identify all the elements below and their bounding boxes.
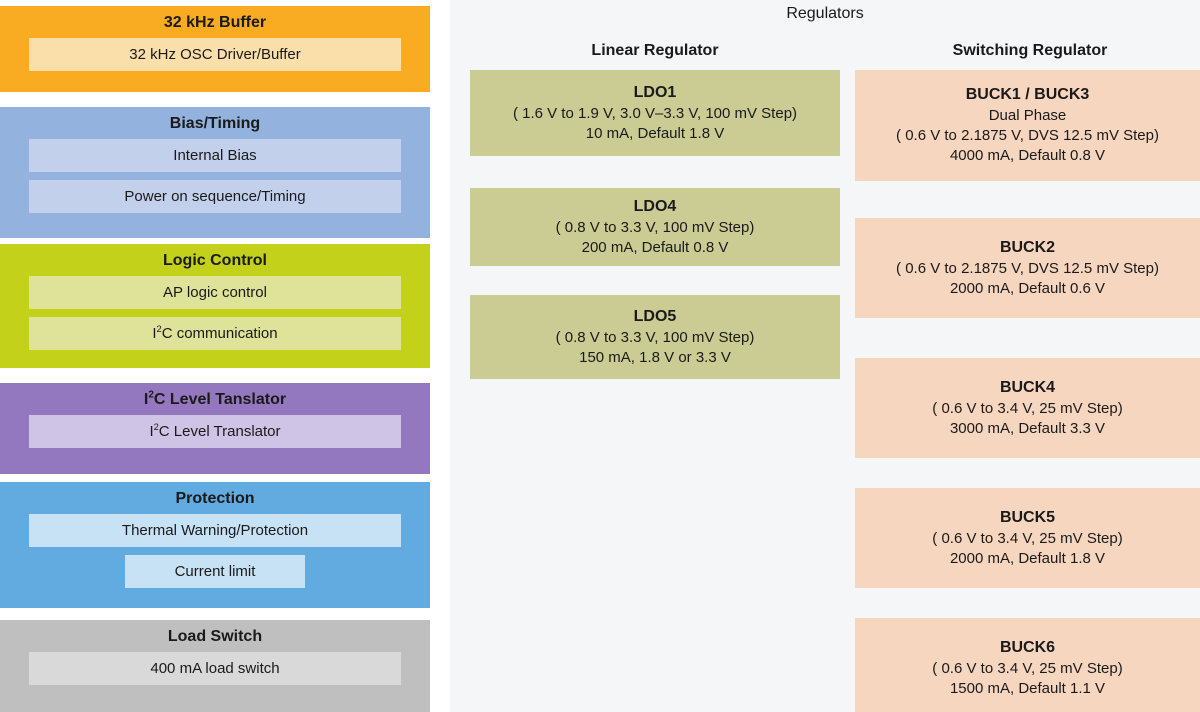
regulator-card-ldo5[interactable]: LDO5 ( 0.8 V to 3.3 V, 100 mV Step) 150 … xyxy=(470,295,840,379)
block-item-ap-logic-control[interactable]: AP logic control xyxy=(29,276,401,309)
regulator-card-buck6[interactable]: BUCK6 ( 0.6 V to 3.4 V, 25 mV Step) 1500… xyxy=(855,618,1200,712)
regulator-spec-line: 10 mA, Default 1.8 V xyxy=(585,124,725,142)
regulator-spec-line: ( 1.6 V to 1.9 V, 3.0 V–3.3 V, 100 mV St… xyxy=(512,104,798,122)
regulator-spec-line: ( 0.6 V to 2.1875 V, DVS 12.5 mV Step) xyxy=(896,259,1159,277)
regulator-name: LDO5 xyxy=(633,307,677,325)
regulator-spec-line: 4000 mA, Default 0.8 V xyxy=(949,147,1106,165)
block-item-current-limit[interactable]: Current limit xyxy=(125,555,305,588)
block-item-i2c-communication[interactable]: I2C communication xyxy=(29,317,401,350)
regulators-panel: Regulators Linear Regulator Switching Re… xyxy=(450,0,1200,712)
regulator-spec-line: ( 0.8 V to 3.3 V, 100 mV Step) xyxy=(555,218,755,236)
regulator-spec-line: Dual Phase xyxy=(988,106,1067,124)
regulator-name: BUCK4 xyxy=(999,378,1056,396)
block-load-switch: Load Switch 400 mA load switch xyxy=(0,620,430,712)
regulator-spec-line: 2000 mA, Default 1.8 V xyxy=(949,549,1106,567)
block-item-power-on-sequence-timing[interactable]: Power on sequence/Timing xyxy=(29,180,401,213)
regulator-card-buck2[interactable]: BUCK2 ( 0.6 V to 2.1875 V, DVS 12.5 mV S… xyxy=(855,218,1200,318)
regulator-name: BUCK2 xyxy=(999,238,1056,256)
regulator-name: LDO4 xyxy=(633,197,677,215)
regulator-spec-line: 200 mA, Default 0.8 V xyxy=(581,238,729,256)
block-title: I2C Level Tanslator xyxy=(143,389,287,408)
block-item-400ma-load-switch[interactable]: 400 mA load switch xyxy=(29,652,401,685)
regulator-name: BUCK5 xyxy=(999,508,1056,526)
regulator-card-buck4[interactable]: BUCK4 ( 0.6 V to 3.4 V, 25 mV Step) 3000… xyxy=(855,358,1200,458)
regulator-name: BUCK1 / BUCK3 xyxy=(965,86,1090,104)
block-title: Protection xyxy=(175,490,255,507)
regulator-name: BUCK6 xyxy=(999,638,1056,656)
block-item-internal-bias[interactable]: Internal Bias xyxy=(29,139,401,172)
column-heading-linear-regulator: Linear Regulator xyxy=(591,42,719,59)
column-heading-switching-regulator: Switching Regulator xyxy=(952,42,1108,59)
block-bias-timing: Bias/Timing Internal Bias Power on seque… xyxy=(0,107,430,238)
regulator-spec-line: 3000 mA, Default 3.3 V xyxy=(949,419,1106,437)
regulator-name: LDO1 xyxy=(633,83,677,101)
block-logic-control: Logic Control AP logic control I2C commu… xyxy=(0,244,430,368)
regulator-card-ldo4[interactable]: LDO4 ( 0.8 V to 3.3 V, 100 mV Step) 200 … xyxy=(470,188,840,266)
block-title: Load Switch xyxy=(167,628,263,645)
block-item-thermal-warning-protection[interactable]: Thermal Warning/Protection xyxy=(29,514,401,547)
block-i2c-level-translator: I2C Level Tanslator I2C Level Translator xyxy=(0,383,430,474)
regulator-card-ldo1[interactable]: LDO1 ( 1.6 V to 1.9 V, 3.0 V–3.3 V, 100 … xyxy=(470,70,840,156)
regulators-title: Regulators xyxy=(786,5,864,22)
regulator-spec-line: ( 0.6 V to 3.4 V, 25 mV Step) xyxy=(932,529,1123,547)
block-item-i2c-level-translator[interactable]: I2C Level Translator xyxy=(29,415,401,448)
regulator-spec-line: 150 mA, 1.8 V or 3.3 V xyxy=(579,348,731,366)
functional-blocks-panel: 32 kHz Buffer 32 kHz OSC Driver/Buffer B… xyxy=(0,0,430,712)
regulator-spec-line: ( 0.8 V to 3.3 V, 100 mV Step) xyxy=(555,328,755,346)
regulator-spec-line: ( 0.6 V to 2.1875 V, DVS 12.5 mV Step) xyxy=(896,127,1159,145)
block-title: 32 kHz Buffer xyxy=(163,14,267,31)
block-title: Bias/Timing xyxy=(169,115,261,132)
regulator-card-buck1-buck3[interactable]: BUCK1 / BUCK3 Dual Phase ( 0.6 V to 2.18… xyxy=(855,70,1200,181)
block-title: Logic Control xyxy=(163,252,267,269)
block-protection: Protection Thermal Warning/Protection Cu… xyxy=(0,482,430,608)
block-item-osc-driver-buffer[interactable]: 32 kHz OSC Driver/Buffer xyxy=(29,38,401,71)
regulator-spec-line: ( 0.6 V to 3.4 V, 25 mV Step) xyxy=(932,659,1123,677)
regulator-spec-line: 1500 mA, Default 1.1 V xyxy=(949,679,1106,697)
block-32khz-buffer: 32 kHz Buffer 32 kHz OSC Driver/Buffer xyxy=(0,6,430,92)
regulator-card-buck5[interactable]: BUCK5 ( 0.6 V to 3.4 V, 25 mV Step) 2000… xyxy=(855,488,1200,588)
regulator-spec-line: 2000 mA, Default 0.6 V xyxy=(949,279,1106,297)
regulator-spec-line: ( 0.6 V to 3.4 V, 25 mV Step) xyxy=(932,399,1123,417)
